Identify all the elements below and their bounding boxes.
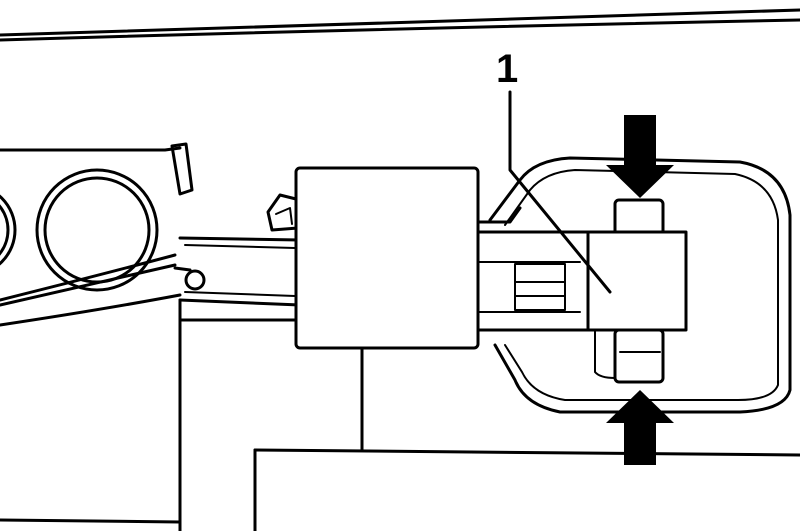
callout-label-1: 1 xyxy=(496,47,518,91)
top-panel-edge-bottom xyxy=(0,18,800,42)
latch-tab-inner xyxy=(275,207,293,225)
callout-leader-1 xyxy=(508,90,612,294)
connector-recess xyxy=(488,156,792,414)
housing-shelf xyxy=(0,146,182,152)
harness-rail xyxy=(0,236,302,327)
bottom-edge xyxy=(0,518,182,524)
connector-body xyxy=(294,166,480,350)
press-arrow-top xyxy=(606,115,674,198)
connector-recess-inner xyxy=(504,169,779,401)
housing-clip xyxy=(170,142,194,196)
locking-clip xyxy=(586,198,688,384)
top-panel-edge xyxy=(0,8,800,37)
connector-shaft xyxy=(476,206,597,332)
lower-floor-edge xyxy=(253,448,800,457)
press-arrow-bottom xyxy=(606,390,674,465)
grommet-left-partial xyxy=(0,194,17,266)
